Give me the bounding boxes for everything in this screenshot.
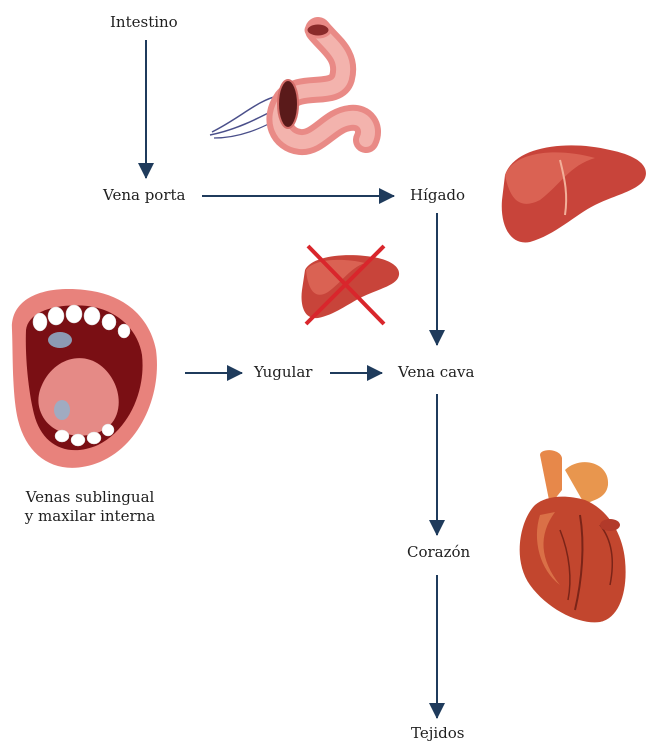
liver-label: Hígado: [410, 186, 465, 204]
jugular-label: Yugular: [254, 363, 312, 381]
sublingual-label-line1: Venas sublingual: [10, 488, 170, 506]
intestine-label: Intestino: [110, 13, 178, 31]
heart-label: Corazón: [407, 543, 470, 561]
tissues-label: Tejidos: [411, 724, 465, 742]
portal-vein-label: Vena porta: [103, 186, 185, 204]
sublingual-label-line2: y maxilar interna: [10, 507, 170, 525]
vena-cava-label: Vena cava: [398, 363, 474, 381]
